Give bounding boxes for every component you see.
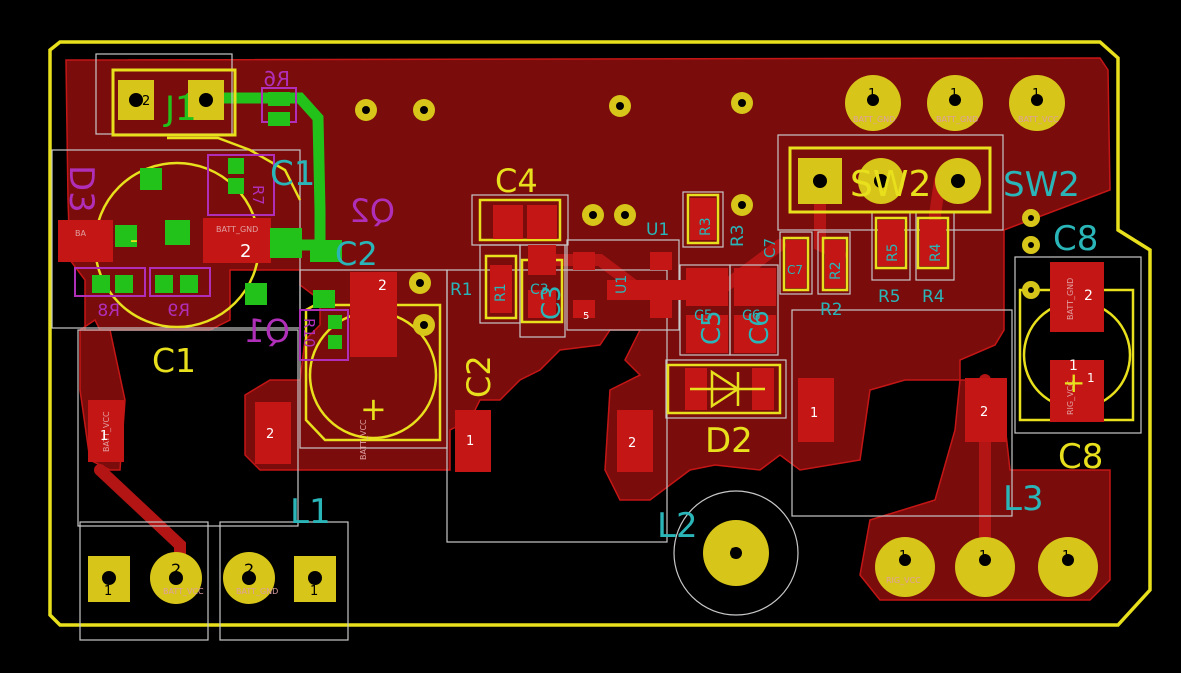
cyan-ref-c1: C1	[270, 154, 315, 194]
pad-num-1e: 1	[1087, 371, 1095, 385]
part-c6: C6	[742, 308, 761, 324]
back-pads	[92, 92, 342, 349]
pad-num-2g: 2	[142, 94, 150, 109]
net-batt-vcc-l1: BATT_VCC	[102, 411, 111, 452]
net-rig-vcc: RIG_VCC	[886, 576, 921, 585]
net-batt-vcc-term: BATT_VCC	[163, 587, 204, 596]
pad-num-4: 4	[814, 174, 823, 190]
cyan-ref-c6: C6	[745, 310, 775, 345]
part-r5: R5	[885, 243, 901, 262]
back-ref-q2: Q2	[349, 192, 395, 230]
net-batt-gnd: BATT_GND	[853, 115, 895, 124]
net-batt-gnd-pad: BATT_GND	[216, 225, 258, 234]
part-u1: U1	[614, 275, 630, 294]
pad-num-1l: 1	[1062, 549, 1070, 564]
cyan-ref-c5: C5	[697, 310, 727, 345]
back-ref-r8: R8	[97, 301, 120, 321]
pad-num-5: 5	[583, 311, 589, 322]
pad-num-1f: 1	[200, 94, 208, 109]
back-ref-r9: R9	[167, 301, 190, 321]
part-r4: R4	[928, 243, 944, 262]
pad-num-2d: 2	[240, 241, 251, 262]
cyan-ref-l1: L1	[290, 492, 331, 532]
back-ref-q1: Q1	[244, 312, 290, 350]
net-batt-gnd-term: BATT_GND	[236, 587, 278, 596]
back-ref-r6: R6	[263, 67, 290, 91]
cyan-ref-l2: L2	[657, 506, 698, 546]
pad-num-1g: 1	[868, 87, 876, 102]
part-r2: R2	[828, 261, 844, 280]
part-c5: C5	[694, 308, 713, 324]
cyan-ref-sw2: SW2	[1003, 165, 1080, 205]
pad-num-1: 1	[100, 429, 108, 444]
back-ref-d3: D3	[61, 165, 101, 213]
pad-num-1h: 1	[950, 87, 958, 102]
via-holes	[362, 99, 1034, 329]
pad-num-1b: 1	[466, 434, 474, 449]
polarity-plus-c2: +	[360, 390, 387, 428]
ref-c8: C8	[1058, 437, 1103, 477]
pad-num-2e: 2	[378, 278, 387, 294]
cyan-ref-l3: L3	[1003, 479, 1044, 519]
net-batt-vcc-c2: BATT_VCC	[359, 419, 368, 460]
cyan-ref-u1: U1	[646, 220, 669, 240]
ref-c1: C1	[152, 341, 196, 380]
smd-pads	[58, 198, 1104, 472]
pad-num-1d: 1	[1069, 358, 1078, 374]
ref-sw2: SW2	[850, 164, 931, 205]
pad-num-2h: 2	[171, 560, 181, 579]
net-batt-short: BA	[75, 229, 86, 238]
pad-num-2i: 2	[244, 560, 254, 579]
cyan-ref-r4: R4	[922, 287, 945, 307]
cyan-ref-r5: R5	[878, 287, 901, 307]
cyan-ref-r1: R1	[450, 280, 473, 300]
cyan-ref-c2: C2	[335, 235, 378, 273]
pad-num-3: 3	[953, 174, 962, 190]
pad-num-1i: 1	[1032, 87, 1040, 102]
pad-num-2c: 2	[980, 405, 988, 420]
part-r1: R1	[493, 283, 509, 302]
pad-num-2f: 2	[1084, 288, 1093, 304]
pad-num-1n: 1	[310, 584, 318, 599]
part-r3: R3	[698, 217, 714, 236]
ref-c2: C2	[460, 355, 498, 398]
cyan-ref-r2: R2	[820, 300, 843, 320]
cyan-ref-c8: C8	[1053, 219, 1098, 259]
pad-num-1o: 1	[730, 546, 739, 562]
diode-d2-symbol	[690, 369, 765, 409]
ref-c4: C4	[495, 162, 538, 200]
pad-num-2: 2	[266, 427, 274, 442]
pad-num-1j: 1	[899, 549, 907, 564]
cyan-ref-c7: C7	[761, 238, 779, 258]
pad-num-2b: 2	[628, 436, 636, 451]
cyan-ref-r3: R3	[728, 224, 748, 247]
copper-pour	[65, 57, 1111, 601]
through-hole-pads	[88, 75, 1098, 604]
back-ref-r7: R7	[249, 185, 267, 205]
part-c3: C3	[530, 282, 549, 298]
net-rig-vcc-c8: RIG_VCC	[1066, 380, 1075, 415]
pad-num-1c: 1	[810, 406, 818, 421]
part-c7: C7	[787, 263, 803, 277]
board-edge	[48, 40, 1152, 627]
net-batt-gnd-c8: BATT_GND	[1066, 278, 1075, 320]
polarity-minus-c1: -	[130, 228, 138, 253]
polarity-plus-c8: +	[1062, 366, 1085, 399]
net-batt-gnd-upper: BATT_GND	[936, 115, 978, 124]
ref-j1: J1	[163, 89, 197, 129]
net-batt-vcc: BATT_VCC	[1018, 115, 1059, 124]
pad-num-1m: 1	[104, 584, 112, 599]
pad-num-1k: 1	[979, 549, 987, 564]
ref-d2: D2	[705, 421, 753, 461]
cyan-ref-c3: C3	[537, 285, 567, 320]
back-ref-r10: R10	[300, 318, 318, 348]
